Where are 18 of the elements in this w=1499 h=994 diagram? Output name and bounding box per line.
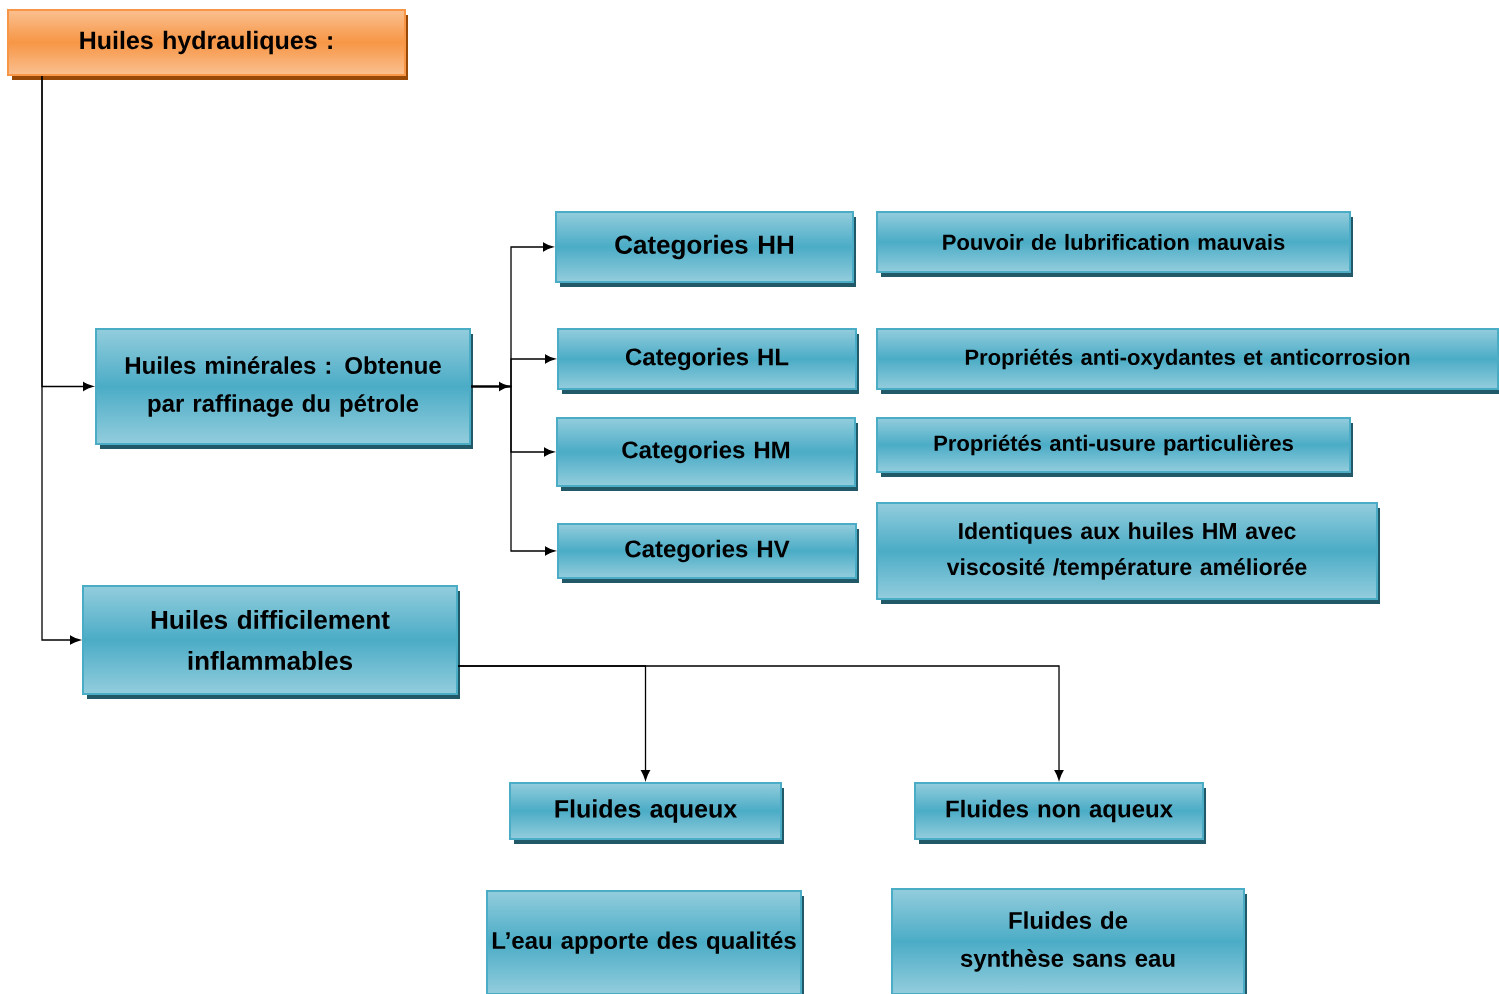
category-box: Categories HH [555,211,856,287]
arrow [457,665,1064,781]
category-box: Categories HM [556,417,858,491]
category-box: Fluides aqueux [509,782,784,844]
category-box: Propriétés anti-usure particulières [876,417,1353,477]
category-box: Pouvoir de lubrification mauvais [876,211,1353,277]
category-box: Categories HV [557,523,859,583]
category-box: Huiles difficilement inflammables [82,585,460,699]
category-box: Fluides de synthèse sans eau [891,888,1247,994]
arrow [470,382,510,391]
category-box: L’eau apporte des qualités [486,890,804,994]
title-box: Huiles hydrauliques : [7,9,408,80]
category-box: Propriétés anti-oxydantes et anticorrosion [876,328,1499,394]
category-box: Identiques aux huiles HM avec viscosité /température améliorée [876,502,1380,604]
category-box: Huiles minérales : Obtenue par raffinage du pétrole [95,328,473,449]
category-box: Categories HL [557,328,859,394]
arrow [41,75,81,645]
category-box: Fluides non aqueux [914,782,1206,844]
